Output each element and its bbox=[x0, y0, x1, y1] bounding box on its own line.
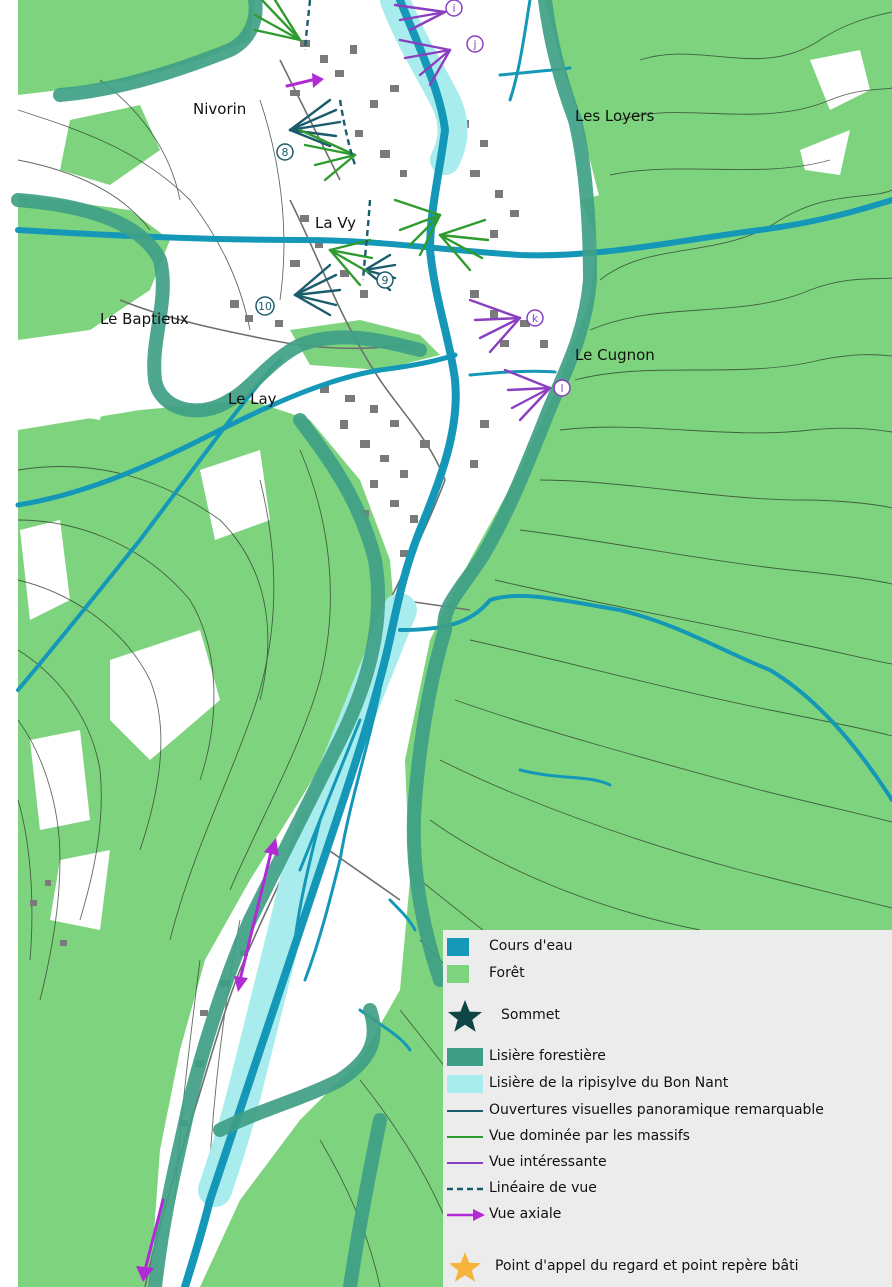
viewpoint-label: 8 bbox=[282, 146, 289, 159]
interesting-view-fan bbox=[398, 38, 452, 87]
legend-item-axial-view: Vue axiale bbox=[443, 1202, 892, 1228]
viewpoint-marker-k[interactable]: k bbox=[526, 309, 544, 327]
map-legend: Cours d'eau Forêt Sommet Lisière foresti… bbox=[443, 930, 892, 1287]
landmark-star-icon bbox=[449, 1252, 481, 1282]
axial-views bbox=[136, 73, 324, 1282]
place-name-le-cugnon: Le Cugnon bbox=[575, 346, 655, 364]
place-name-la-vy: La Vy bbox=[315, 214, 356, 232]
viewpoint-label: 9 bbox=[382, 274, 389, 287]
massif-views bbox=[253, 0, 490, 287]
viewpoint-label: l bbox=[560, 382, 563, 395]
star-icon bbox=[448, 1000, 482, 1032]
interesting-view-fan bbox=[468, 298, 522, 354]
forest-edges bbox=[11, 0, 597, 1287]
legend-label: Vue dominée par les massifs bbox=[489, 1128, 690, 1144]
legend-label: Lisière forestière bbox=[489, 1048, 606, 1064]
axial-view-arrow bbox=[234, 838, 279, 992]
interesting-view-fan bbox=[503, 368, 552, 422]
place-name-le-lay: Le Lay bbox=[228, 390, 277, 408]
massif-view-line-icon bbox=[447, 1136, 483, 1138]
forest-northwest bbox=[18, 0, 255, 95]
legend-label: Forêt bbox=[489, 965, 525, 981]
legend-label: Vue intéressante bbox=[489, 1154, 607, 1170]
panoramic-view-fan bbox=[288, 98, 342, 148]
legend-item-forest: Forêt bbox=[443, 961, 892, 987]
forest-swatch bbox=[447, 965, 469, 983]
legend-item-forest-edge: Lisière forestière bbox=[443, 1044, 892, 1070]
forest-east bbox=[200, 0, 892, 1287]
massif-view-fan bbox=[298, 128, 357, 182]
viewpoint-marker-i[interactable]: i bbox=[445, 0, 463, 17]
forest-west bbox=[18, 400, 395, 1287]
viewpoint-marker-10[interactable]: 10 bbox=[255, 296, 275, 316]
place-names: Nivorin Les Loyers La Vy Le Baptieux Le … bbox=[100, 100, 655, 408]
water-courses bbox=[15, 0, 892, 1287]
legend-label: Cours d'eau bbox=[489, 938, 573, 954]
interesting-view-fan bbox=[393, 3, 447, 32]
legend-label: Lisière de la ripisylve du Bon Nant bbox=[489, 1075, 729, 1091]
legend-item-view-line: Linéaire de vue bbox=[443, 1176, 892, 1202]
place-name-le-baptieux: Le Baptieux bbox=[100, 310, 189, 328]
interesting-view-line-icon bbox=[447, 1162, 483, 1164]
axial-view-arrow bbox=[285, 73, 324, 88]
forest-clearings bbox=[20, 50, 870, 930]
viewpoint-label: i bbox=[452, 2, 455, 15]
interesting-views bbox=[393, 3, 552, 422]
panoramic-view-fan bbox=[293, 263, 342, 317]
viewpoint-marker-8[interactable]: 8 bbox=[276, 143, 294, 161]
viewpoint-label: j bbox=[472, 38, 476, 51]
place-name-nivorin: Nivorin bbox=[193, 100, 246, 118]
legend-item-water: Cours d'eau bbox=[443, 934, 892, 960]
viewpoint-marker-l[interactable]: l bbox=[553, 379, 571, 397]
legend-label: Point d'appel du regard et point repère … bbox=[495, 1258, 799, 1274]
axial-view-arrow bbox=[136, 1198, 165, 1282]
place-name-les-loyers: Les Loyers bbox=[575, 107, 654, 125]
legend-item-landmark: Point d'appel du regard et point repère … bbox=[443, 1250, 892, 1284]
legend-label: Ouvertures visuelles panoramique remarqu… bbox=[489, 1102, 824, 1118]
viewpoint-marker-9[interactable]: 9 bbox=[376, 271, 394, 289]
legend-item-massif-view: Vue dominée par les massifs bbox=[443, 1124, 892, 1150]
view-line-dashed-icon bbox=[447, 1187, 483, 1191]
viewpoint-label: 10 bbox=[258, 300, 272, 313]
panoramic-view-line-icon bbox=[447, 1110, 483, 1112]
bon-nant-river bbox=[181, 0, 460, 1287]
forest-edge-swatch bbox=[447, 1048, 483, 1066]
legend-label: Sommet bbox=[501, 1007, 560, 1023]
legend-item-summit: Sommet bbox=[443, 998, 892, 1034]
viewpoint-label: k bbox=[532, 312, 539, 325]
viewpoint-marker-j[interactable]: j bbox=[466, 35, 484, 53]
riparian-edge-swatch bbox=[447, 1075, 483, 1093]
legend-item-panoramic-view: Ouvertures visuelles panoramique remarqu… bbox=[443, 1098, 892, 1124]
massif-view-fan bbox=[328, 238, 374, 287]
legend-item-interesting-view: Vue intéressante bbox=[443, 1150, 892, 1176]
axial-view-arrow-icon bbox=[447, 1209, 485, 1221]
massif-view-fan bbox=[253, 0, 302, 42]
legend-label: Vue axiale bbox=[489, 1206, 562, 1222]
view-lines bbox=[303, 0, 372, 281]
legend-item-riparian-edge: Lisière de la ripisylve du Bon Nant bbox=[443, 1071, 892, 1097]
viewpoint-markers: 8 9 10 i j k l bbox=[255, 0, 571, 397]
forest-patch-1 bbox=[60, 105, 160, 185]
massif-view-fan bbox=[438, 218, 490, 272]
panoramic-views bbox=[288, 98, 397, 317]
water-swatch bbox=[447, 938, 469, 956]
massif-view-fan bbox=[393, 198, 442, 257]
legend-label: Linéaire de vue bbox=[489, 1180, 597, 1196]
